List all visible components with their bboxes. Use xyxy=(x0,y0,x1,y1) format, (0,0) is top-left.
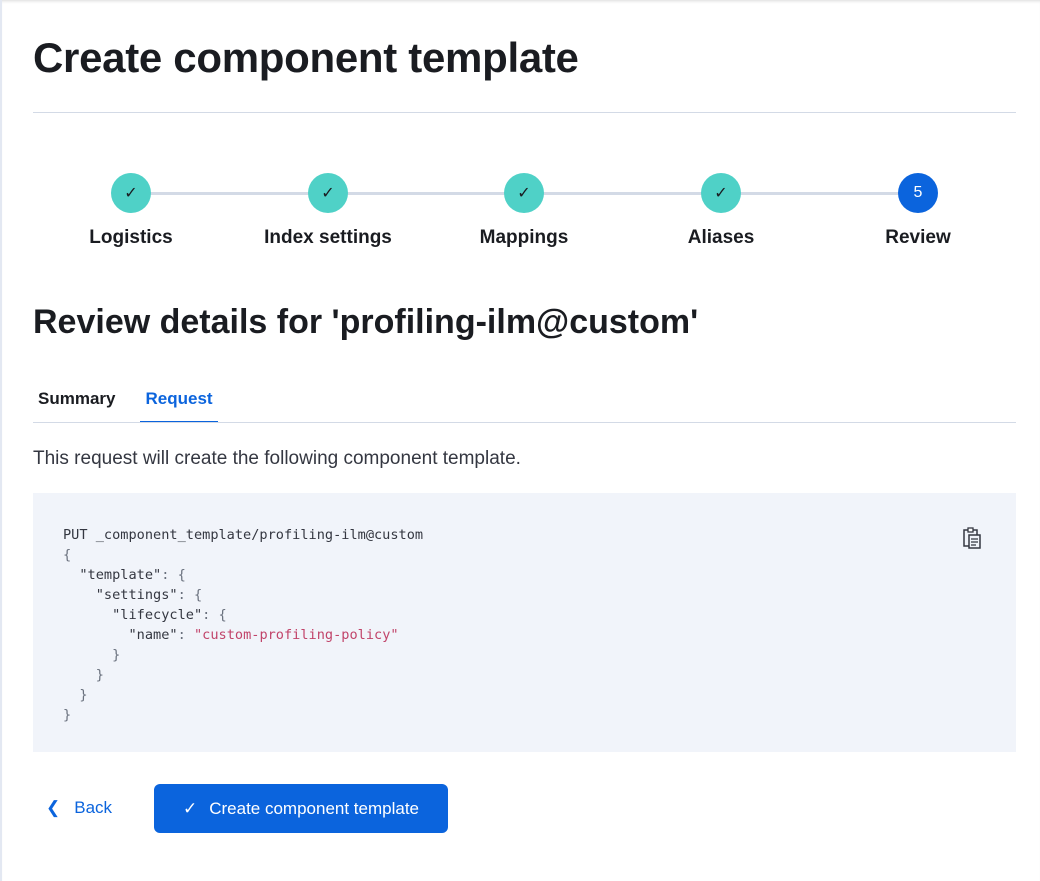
check-icon: ✓ xyxy=(308,173,348,213)
tabs-divider xyxy=(33,422,1016,423)
step-index-settings[interactable]: ✓Index settings xyxy=(230,173,426,249)
step-aliases[interactable]: ✓Aliases xyxy=(623,173,819,249)
tab-request[interactable]: Request xyxy=(140,380,218,423)
back-button[interactable]: ❮Back xyxy=(46,798,113,817)
check-icon: ✓ xyxy=(701,173,741,213)
divider xyxy=(33,112,1016,113)
copy-clipboard-icon[interactable] xyxy=(962,527,982,549)
step-number: 5 xyxy=(898,173,938,213)
step-logistics[interactable]: ✓Logistics xyxy=(33,173,229,249)
check-icon: ✓ xyxy=(504,173,544,213)
request-description: This request will create the following c… xyxy=(33,448,521,469)
check-icon: ✓ xyxy=(182,798,198,818)
create-component-template-button[interactable]: ✓Create component template xyxy=(154,784,448,833)
request-code-block: PUT _component_template/profiling-ilm@cu… xyxy=(33,493,1016,752)
steps-progress: ✓Logistics ✓Index settings ✓Mappings ✓Al… xyxy=(33,173,1016,253)
review-heading: Review details for 'profiling-ilm@custom… xyxy=(33,303,699,341)
chevron-left-icon: ❮ xyxy=(46,798,61,817)
tab-summary[interactable]: Summary xyxy=(38,389,116,408)
step-mappings[interactable]: ✓Mappings xyxy=(426,173,622,249)
check-icon: ✓ xyxy=(111,173,151,213)
tabs: Summary Request xyxy=(33,380,238,423)
page-title: Create component template xyxy=(33,34,579,81)
